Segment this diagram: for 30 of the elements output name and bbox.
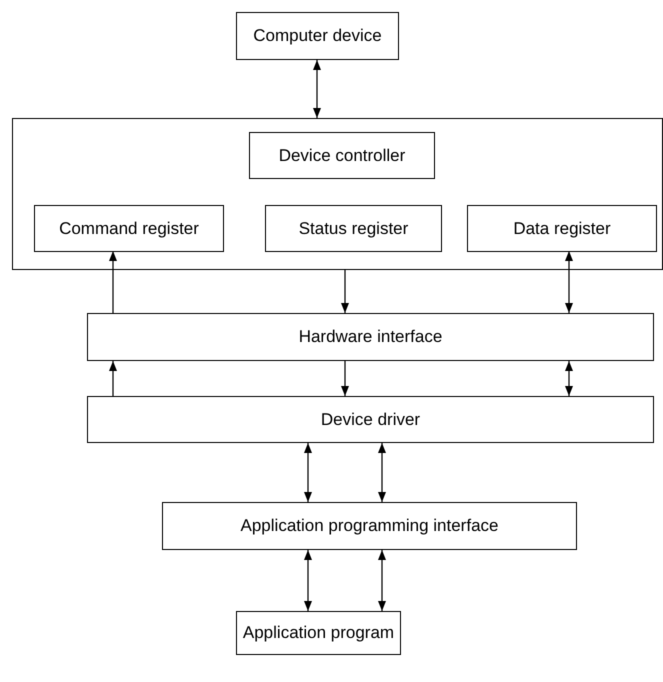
arrow bbox=[109, 361, 117, 396]
process-box bbox=[467, 205, 657, 252]
arrow bbox=[378, 443, 386, 502]
arrow bbox=[565, 361, 573, 396]
box-label: Status register bbox=[298, 218, 408, 238]
process-box bbox=[162, 502, 577, 550]
process-box bbox=[34, 205, 224, 252]
box-label: Command register bbox=[59, 218, 199, 238]
arrow bbox=[341, 270, 349, 313]
arrow bbox=[378, 550, 386, 611]
box-label: Computer device bbox=[253, 26, 382, 46]
box-label: Application programming interface bbox=[240, 516, 498, 536]
arrow bbox=[341, 361, 349, 396]
box-label: Application program bbox=[242, 623, 394, 643]
process-box bbox=[236, 611, 401, 655]
box-label: Hardware interface bbox=[298, 327, 442, 347]
box-label: Data register bbox=[513, 218, 611, 238]
arrow bbox=[109, 251, 117, 313]
arrow bbox=[313, 60, 321, 118]
arrow bbox=[304, 443, 312, 502]
process-box bbox=[265, 205, 442, 252]
process-box bbox=[249, 132, 435, 179]
process-box bbox=[87, 313, 654, 361]
controller-box bbox=[12, 118, 663, 270]
box-label: Device driver bbox=[320, 410, 420, 430]
process-box bbox=[87, 396, 654, 443]
arrow bbox=[304, 550, 312, 611]
process-box bbox=[236, 12, 399, 60]
box-label: Device controller bbox=[278, 146, 406, 166]
arrow bbox=[565, 251, 573, 313]
